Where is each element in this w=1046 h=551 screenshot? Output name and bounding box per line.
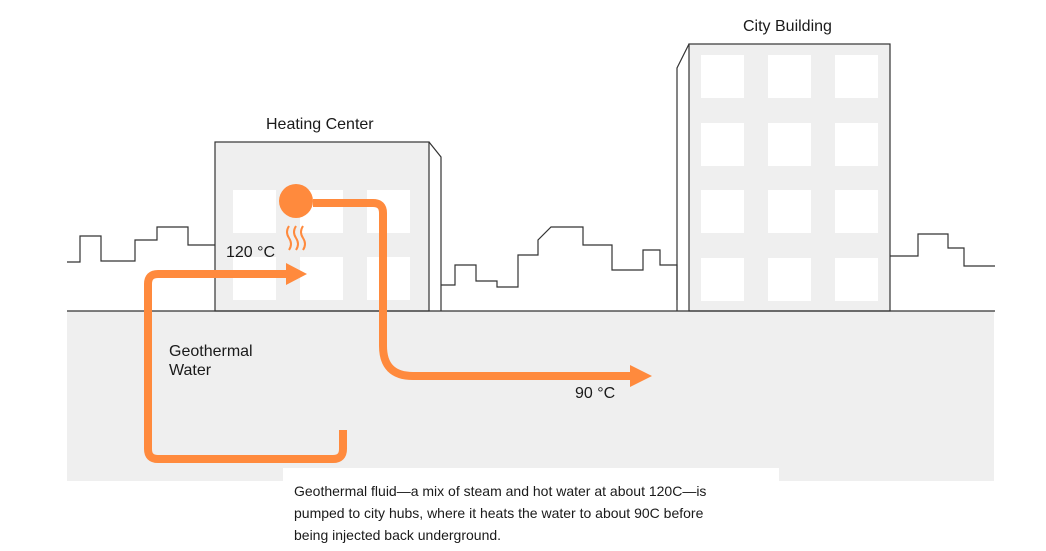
caption-line: Geothermal fluid—a mix of steam and hot … (294, 483, 707, 499)
skyline-left (67, 226, 215, 263)
temp-in-label: 120 °C (226, 244, 276, 261)
ground-area (67, 311, 994, 481)
heating-center-building (214, 141, 442, 312)
window (835, 55, 878, 98)
window (768, 123, 811, 166)
geothermal-water-label-line1: Geothermal (169, 343, 253, 360)
window (233, 257, 276, 300)
city-building (676, 43, 891, 312)
heat-exchanger-icon (279, 184, 313, 218)
window (367, 257, 410, 300)
geothermal-water-label-line2: Water (169, 362, 212, 379)
city-building-label: City Building (743, 18, 832, 35)
outflow-arrowhead (630, 365, 652, 387)
temp-out-label: 90 °C (575, 385, 616, 402)
window (768, 190, 811, 233)
window (300, 257, 343, 300)
window (367, 190, 410, 233)
window (701, 123, 744, 166)
heat-waves-icon (286, 225, 306, 251)
window (233, 190, 276, 233)
window (701, 55, 744, 98)
outflow-pipe (313, 199, 632, 380)
caption: Geothermal fluid—a mix of steam and hot … (283, 468, 779, 551)
window (835, 258, 878, 301)
heating-center-label: Heating Center (266, 116, 374, 133)
window (701, 258, 744, 301)
inflow-arrowhead (286, 263, 307, 285)
caption-line: being injected back underground. (294, 527, 502, 543)
skyline-right (890, 233, 995, 267)
caption-line: pumped to city hubs, where it heats the … (294, 505, 704, 521)
window (835, 123, 878, 166)
inflow-pipe (144, 270, 347, 463)
window (768, 258, 811, 301)
window (768, 55, 811, 98)
window (835, 190, 878, 233)
window (701, 190, 744, 233)
skyline-middle (441, 226, 678, 300)
